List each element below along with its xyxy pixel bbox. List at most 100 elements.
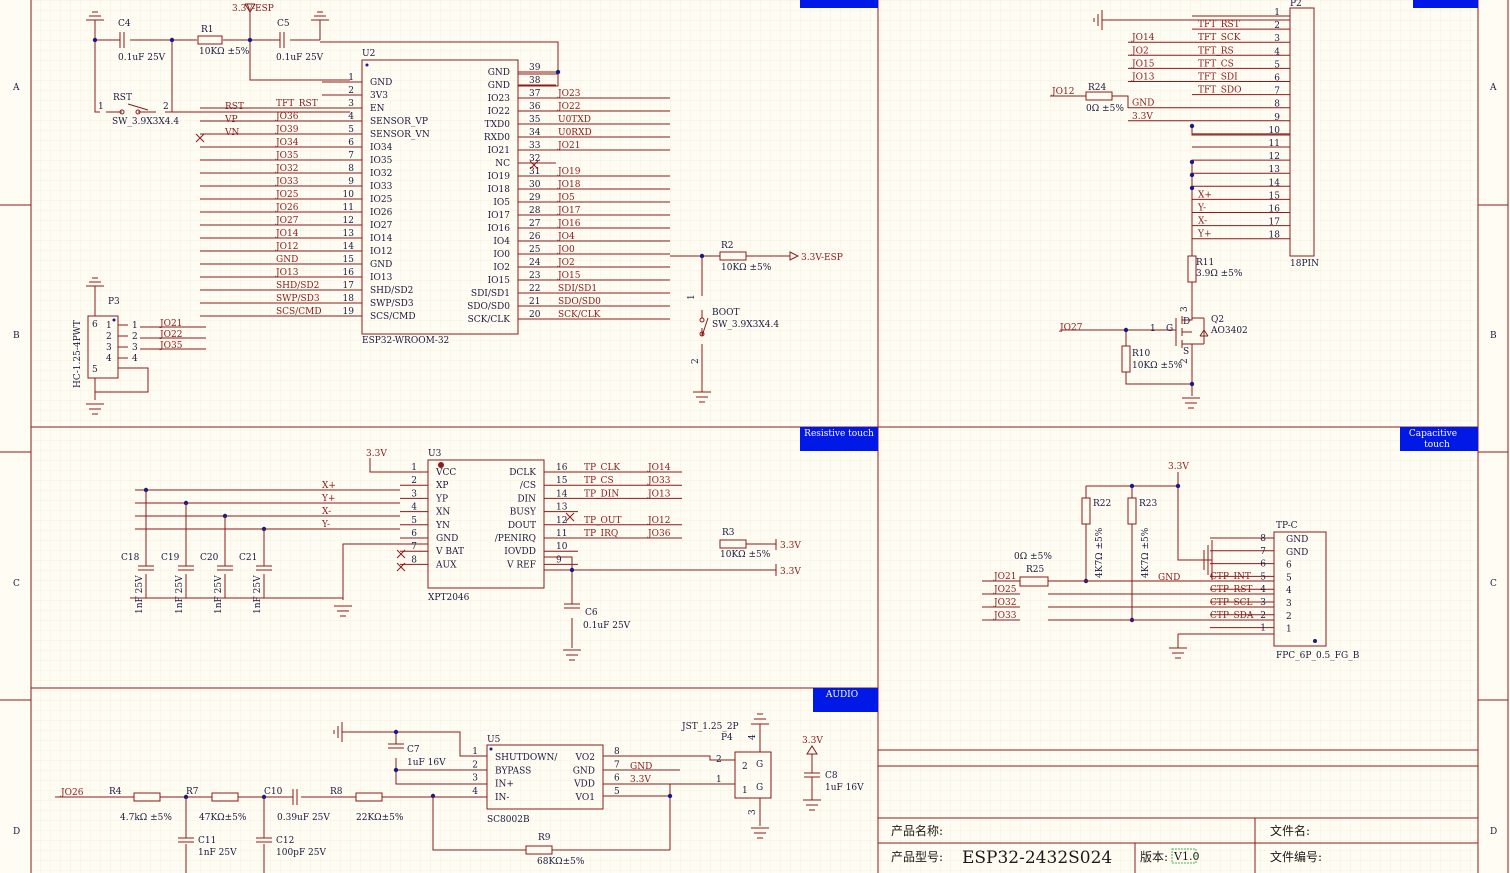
u2-pin-number: 8 bbox=[348, 164, 354, 174]
tpc-pin-number: 3 bbox=[1260, 598, 1266, 608]
banner-resistive-text: Resistive touch bbox=[804, 429, 874, 439]
u3-pin-name: DCLK bbox=[509, 468, 536, 478]
tp-cap-value: 1nF 25V bbox=[135, 575, 145, 614]
u2-pin-number: 13 bbox=[343, 229, 355, 239]
u2-pin-number: 12 bbox=[343, 216, 354, 226]
p3-pin-6: 6 bbox=[92, 320, 98, 330]
u2-pin-name: IO16 bbox=[488, 224, 511, 234]
tp-cap-plate bbox=[178, 565, 194, 571]
zone-d-left: D bbox=[13, 827, 20, 837]
tp-cap-plate bbox=[138, 565, 154, 571]
c12-value: 100pF 25V bbox=[276, 848, 326, 858]
u2-pin-number: 22 bbox=[529, 284, 540, 294]
tpc-pin-number: 6 bbox=[1260, 560, 1266, 570]
product-model-label: 产品型号: bbox=[891, 850, 943, 864]
u3-value: XPT2046 bbox=[428, 593, 470, 603]
tpc-pin-name: 4 bbox=[1286, 586, 1292, 596]
u2-pin-name: IO14 bbox=[370, 234, 393, 244]
c10-value: 0.39uF 25V bbox=[277, 813, 330, 823]
p2-net-label: TFT_SDO bbox=[1198, 86, 1242, 96]
tpc-pin-number: 4 bbox=[1260, 585, 1266, 595]
u2-net-label: JO5 bbox=[557, 193, 575, 203]
p2-left-label: JO2 bbox=[1131, 46, 1149, 56]
u2-net-label: JO14 bbox=[275, 229, 299, 239]
u2-pin-number: 33 bbox=[529, 141, 541, 151]
tp-cap-plate bbox=[256, 565, 272, 571]
u2-pin-name: GND bbox=[370, 78, 392, 88]
p3-net-label: JO22 bbox=[159, 330, 182, 340]
p3-pin-inner-number: 2 bbox=[106, 332, 112, 342]
p4-value: JST_1.25_2P bbox=[681, 722, 739, 732]
u2-pin-number: 34 bbox=[529, 128, 541, 138]
p2-pin-number: 2 bbox=[1274, 21, 1280, 31]
tpc-ref: TP-C bbox=[1276, 521, 1298, 531]
u2-pin-name: GND bbox=[370, 260, 392, 270]
r3-ref: R3 bbox=[722, 528, 735, 538]
u5-pin-number: 1 bbox=[472, 747, 478, 757]
u2-net-label: JO35 bbox=[275, 151, 299, 161]
u3-signal-label: JO14 bbox=[647, 463, 671, 473]
banner-capacitive-text2: touch bbox=[1424, 440, 1450, 450]
c5-value: 0.1uF 25V bbox=[276, 53, 324, 63]
u2-pin-number: 26 bbox=[529, 232, 541, 242]
net-jo26-audio: JO26 bbox=[60, 788, 84, 798]
p2-net-label: X- bbox=[1198, 217, 1207, 227]
net-vn: VN bbox=[224, 128, 239, 138]
u2-pin-name: IO5 bbox=[493, 198, 510, 208]
c12-ref: C12 bbox=[276, 836, 294, 846]
tp-cap-ref: C21 bbox=[239, 553, 257, 563]
u2-pin-number: 35 bbox=[529, 115, 541, 125]
tft-header-section: P2 18PIN 12TFT_RST3TFT_SCKJO144TFT_RSJO2… bbox=[1050, 0, 1319, 409]
u2-pin-number: 14 bbox=[343, 242, 355, 252]
q2-pin3: 3 bbox=[1180, 306, 1190, 312]
zone-a-right: A bbox=[1489, 83, 1497, 93]
u5-body bbox=[486, 744, 604, 810]
file-name-label: 文件名: bbox=[1270, 823, 1310, 838]
u2-net-label: JO22 bbox=[557, 102, 580, 112]
banner-capacitive-text1: Capacitive bbox=[1409, 429, 1457, 439]
product-model-value: ESP32-2432S024 bbox=[962, 848, 1112, 868]
u3-pin-name: V REF bbox=[506, 560, 536, 570]
net-3v3-c8: 3.3V bbox=[802, 736, 823, 746]
u2-pin-number: 30 bbox=[529, 180, 541, 190]
p2-net-label: TFT_SDI bbox=[1198, 73, 1238, 83]
u2-pin-number: 11 bbox=[343, 203, 354, 213]
u2-value: ESP32-WROOM-32 bbox=[362, 336, 449, 346]
p2-pin-number: 9 bbox=[1274, 113, 1280, 123]
tpc-pin-number: 7 bbox=[1260, 547, 1266, 557]
u2-pin-number: 7 bbox=[348, 151, 354, 161]
u2-net-label: JO19 bbox=[557, 167, 581, 177]
file-number-label: 文件编号: bbox=[1270, 849, 1322, 864]
c6-value: 0.1uF 25V bbox=[583, 621, 631, 631]
u3-pin-number: 13 bbox=[556, 503, 568, 513]
u2-net-label: JO13 bbox=[275, 268, 299, 278]
tp-cap-value: 1nF 25V bbox=[175, 575, 185, 614]
u3-pin-name: DIN bbox=[517, 494, 536, 504]
tpc-pin-number: 1 bbox=[1260, 624, 1266, 634]
u5-pin-name: VO1 bbox=[575, 793, 595, 803]
p2-left-label: JO14 bbox=[1131, 33, 1155, 43]
c10-ref: C10 bbox=[264, 787, 283, 797]
r22-value: 4K7Ω ±5% bbox=[1095, 527, 1105, 578]
u2-pin-name: IO33 bbox=[370, 182, 393, 192]
r2-value: 10KΩ ±5% bbox=[721, 263, 772, 273]
tp-cap-plate bbox=[217, 565, 233, 571]
u3-ref: U3 bbox=[428, 449, 442, 459]
u2-pin-name: IO13 bbox=[370, 273, 393, 283]
u2-net-label: JO23 bbox=[557, 89, 581, 99]
u2-pin-number: 18 bbox=[343, 294, 355, 304]
u2-pin-name: NC bbox=[495, 159, 510, 169]
p3-pin-number: 4 bbox=[132, 354, 138, 364]
c11-ref: C11 bbox=[198, 836, 216, 846]
u3-pin-name: /CS bbox=[520, 481, 536, 491]
banner-top-right bbox=[1413, 0, 1478, 8]
u2-pin-name: IO19 bbox=[488, 172, 511, 182]
r4-value: 4.7kΩ ±5% bbox=[120, 813, 172, 823]
u5-ref: U5 bbox=[487, 735, 501, 745]
net-3v3-vref: 3.3V bbox=[780, 567, 801, 577]
u3-net-label: TP_IRQ bbox=[584, 529, 618, 539]
p4-body bbox=[734, 751, 772, 799]
p2-pin-number: 6 bbox=[1274, 74, 1280, 84]
zone-labels: A B C D A B C D bbox=[12, 83, 1497, 837]
